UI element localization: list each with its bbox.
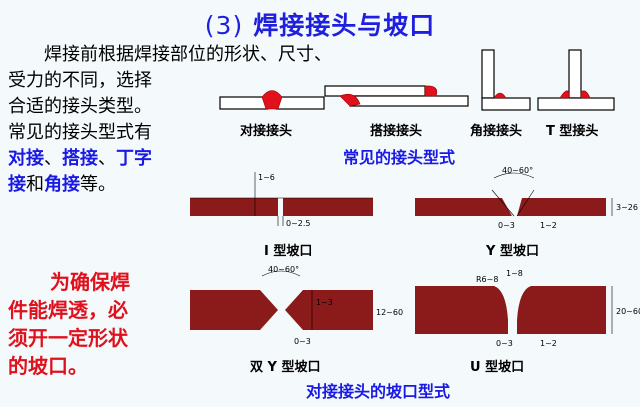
label-y-groove: Y 型坡口 — [486, 244, 539, 259]
intro-line-3: 合适的接头类型。 — [8, 96, 152, 117]
label-butt-joint: 对接接头 — [240, 124, 293, 139]
i-groove-figure — [190, 172, 373, 226]
u-root-dim: 1~2 — [540, 339, 557, 348]
intro-line-4: 常见的接头型式有 — [8, 122, 152, 143]
u-radius-dim: R6~8 — [476, 275, 498, 284]
t-joint-figure — [537, 49, 615, 111]
u-groove-figure — [415, 286, 613, 334]
note-line-4: 的坡口。 — [8, 354, 88, 378]
label-i-groove: I 型坡口 — [264, 244, 313, 259]
u-thickness-dim: 20~60 — [616, 307, 640, 316]
double-y-root-dim: 1~3 — [316, 298, 333, 307]
caption-joint-types: 常见的接头型式 — [343, 148, 456, 167]
note-line-2: 件能焊透，必 — [8, 298, 128, 322]
label-corner-joint: 角接接头 — [470, 124, 523, 139]
y-angle-dim: 40~60° — [502, 166, 533, 175]
y-thickness-dim: 3~26 — [616, 203, 638, 212]
double-y-gap-dim: 0~3 — [294, 337, 311, 346]
caption-groove-types: 对接接头的坡口型式 — [306, 382, 451, 401]
double-y-thickness-dim: 12~60 — [376, 308, 403, 317]
butt-joint-figure — [219, 90, 325, 110]
u-gap-dim: 0~3 — [496, 339, 513, 348]
intro-line-6: 接和角接等。 — [8, 174, 116, 195]
y-gap-dim: 0~3 — [498, 221, 515, 230]
label-lap-joint: 搭接接头 — [370, 124, 423, 139]
double-y-groove-figure — [190, 270, 373, 330]
intro-line-2: 受力的不同，选择 — [8, 70, 152, 91]
intro-line-1: 焊接前根据焊接部位的形状、尺寸、 — [44, 44, 332, 65]
label-double-y-groove: 双 Y 型坡口 — [250, 360, 321, 375]
page-title: (3)焊接接头与坡口 — [204, 11, 436, 40]
lap-joint-figure — [324, 85, 469, 107]
y-groove-figure — [415, 172, 613, 217]
y-root-dim: 1~2 — [540, 221, 557, 230]
note-line-3: 须开一定形状 — [8, 326, 128, 350]
label-t-joint: T 型接头 — [546, 124, 599, 139]
i-gap-dim: 0~2.5 — [286, 219, 311, 228]
corner-joint-figure — [481, 49, 531, 111]
intro-line-5: 对接、搭接、丁字 — [8, 148, 152, 169]
i-thickness-dim: 1~6 — [258, 173, 275, 182]
note-line-1: 为确保焊 — [50, 270, 130, 294]
label-u-groove: U 型坡口 — [470, 360, 525, 375]
double-y-angle-dim: 40~60° — [268, 265, 299, 274]
u-top-dim: 1~8 — [506, 269, 523, 278]
